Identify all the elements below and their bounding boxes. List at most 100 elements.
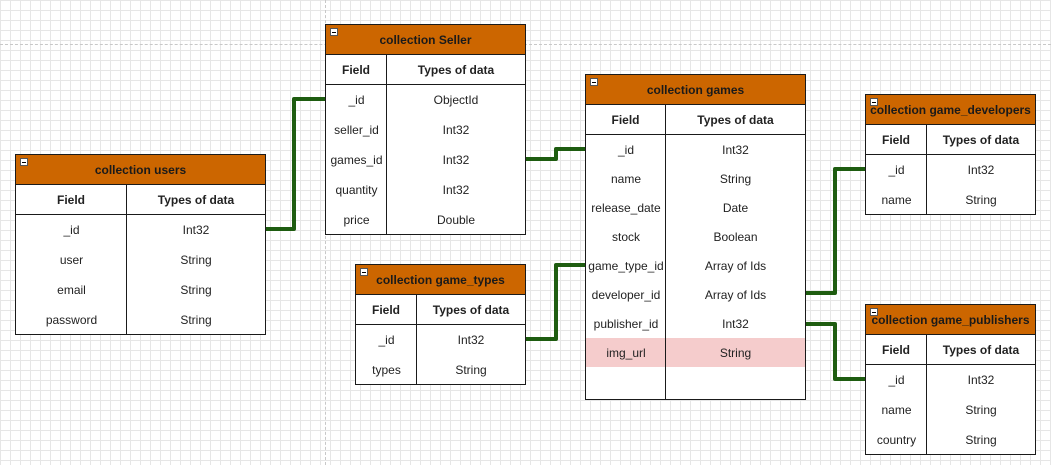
table-title-label: collection game_types	[376, 272, 505, 287]
table-row[interactable]	[586, 367, 805, 396]
table-game-types[interactable]: collection game_types Field Types of dat…	[355, 264, 526, 385]
column-divider	[665, 135, 666, 399]
type-header: Types of data	[697, 112, 774, 127]
field-cell: _id	[617, 142, 634, 157]
field-cell: stock	[611, 229, 640, 244]
table-games[interactable]: collection games Field Types of data _id…	[585, 74, 806, 400]
connector-games-developers	[805, 167, 866, 295]
table-title[interactable]: collection Seller	[326, 25, 525, 55]
connector-seller-games	[525, 147, 586, 161]
type-header: Types of data	[432, 302, 510, 317]
type-cell: Date	[722, 200, 749, 215]
table-game-publishers[interactable]: collection game_publishers Field Types o…	[865, 304, 1036, 455]
table-title[interactable]: collection users	[16, 155, 265, 185]
type-cell: Double	[436, 213, 476, 227]
field-cell: email	[57, 283, 86, 297]
connector-games-publishers	[805, 322, 866, 381]
type-cell: String	[180, 283, 212, 297]
field-cell: _id	[888, 373, 905, 387]
type-cell: Int32	[442, 183, 470, 197]
field-header: Field	[866, 125, 927, 154]
field-header: Field	[326, 55, 387, 84]
table-game-developers[interactable]: collection game_developers Field Types o…	[865, 94, 1036, 215]
field-cell: name	[881, 193, 912, 207]
table-row[interactable]: quantity Int32	[326, 175, 525, 205]
field-cell: password	[45, 313, 98, 327]
table-title[interactable]: collection game_types	[356, 265, 525, 295]
column-divider	[386, 85, 387, 234]
table-row[interactable]: games_id Int32	[326, 145, 525, 175]
collapse-icon[interactable]	[20, 158, 28, 166]
field-header: Field	[866, 335, 927, 364]
field-cell: quantity	[335, 183, 378, 197]
field-header: Field	[16, 185, 127, 214]
type-cell: Array of Ids	[704, 287, 767, 302]
table-title-label: collection users	[94, 162, 187, 177]
type-cell: String	[965, 193, 997, 207]
table-header: Field Types of data	[866, 335, 1035, 365]
table-seller[interactable]: collection Seller Field Types of data _i…	[325, 24, 526, 235]
table-row[interactable]: developer_id Array of Ids	[586, 280, 805, 309]
table-title[interactable]: collection games	[586, 75, 805, 105]
field-cell: publisher_id	[593, 316, 659, 331]
table-title-label: collection games	[646, 82, 745, 97]
table-row[interactable]: country String	[866, 425, 1035, 455]
collapse-icon[interactable]	[870, 308, 878, 316]
type-cell: String	[965, 403, 997, 417]
table-row[interactable]: release_date Date	[586, 193, 805, 222]
collapse-icon[interactable]	[330, 28, 338, 36]
table-title[interactable]: collection game_publishers	[866, 305, 1035, 335]
type-cell: Int32	[722, 142, 749, 157]
connector-gametypes-games	[525, 263, 586, 341]
field-cell: user	[59, 253, 84, 267]
type-cell: String	[965, 433, 997, 447]
table-row[interactable]: name String	[866, 185, 1035, 215]
table-row[interactable]: _id Int32	[586, 135, 805, 164]
field-header: Field	[356, 295, 417, 324]
column-divider	[926, 155, 927, 214]
table-users[interactable]: collection users Field Types of data _id…	[15, 154, 266, 335]
field-cell: games_id	[330, 153, 383, 167]
field-cell: developer_id	[591, 287, 661, 302]
type-header: Types of data	[942, 132, 1020, 147]
table-row[interactable]: user String	[16, 245, 265, 275]
collapse-icon[interactable]	[590, 78, 598, 86]
type-cell: String	[719, 345, 752, 360]
field-cell: release_date	[591, 200, 661, 215]
field-cell: country	[876, 433, 917, 447]
table-header: Field Types of data	[866, 125, 1035, 155]
table-title[interactable]: collection game_developers	[866, 95, 1035, 125]
type-cell: ObjectId	[433, 93, 479, 107]
collapse-icon[interactable]	[870, 98, 878, 106]
field-cell: types	[372, 363, 401, 377]
field-cell	[586, 367, 666, 396]
type-cell: Boolean	[713, 229, 758, 244]
type-header: Types of data	[942, 342, 1020, 357]
table-header: Field Types of data	[586, 105, 805, 135]
type-header: Types of data	[157, 192, 235, 207]
column-divider	[926, 365, 927, 454]
field-header: Field	[586, 105, 666, 134]
table-row[interactable]: stock Boolean	[586, 222, 805, 251]
type-cell: String	[180, 253, 212, 267]
table-row[interactable]: email String	[16, 275, 265, 305]
table-header: Field Types of data	[16, 185, 265, 215]
collapse-icon[interactable]	[360, 268, 368, 276]
type-cell: String	[719, 171, 752, 186]
type-cell: Int32	[442, 153, 470, 167]
